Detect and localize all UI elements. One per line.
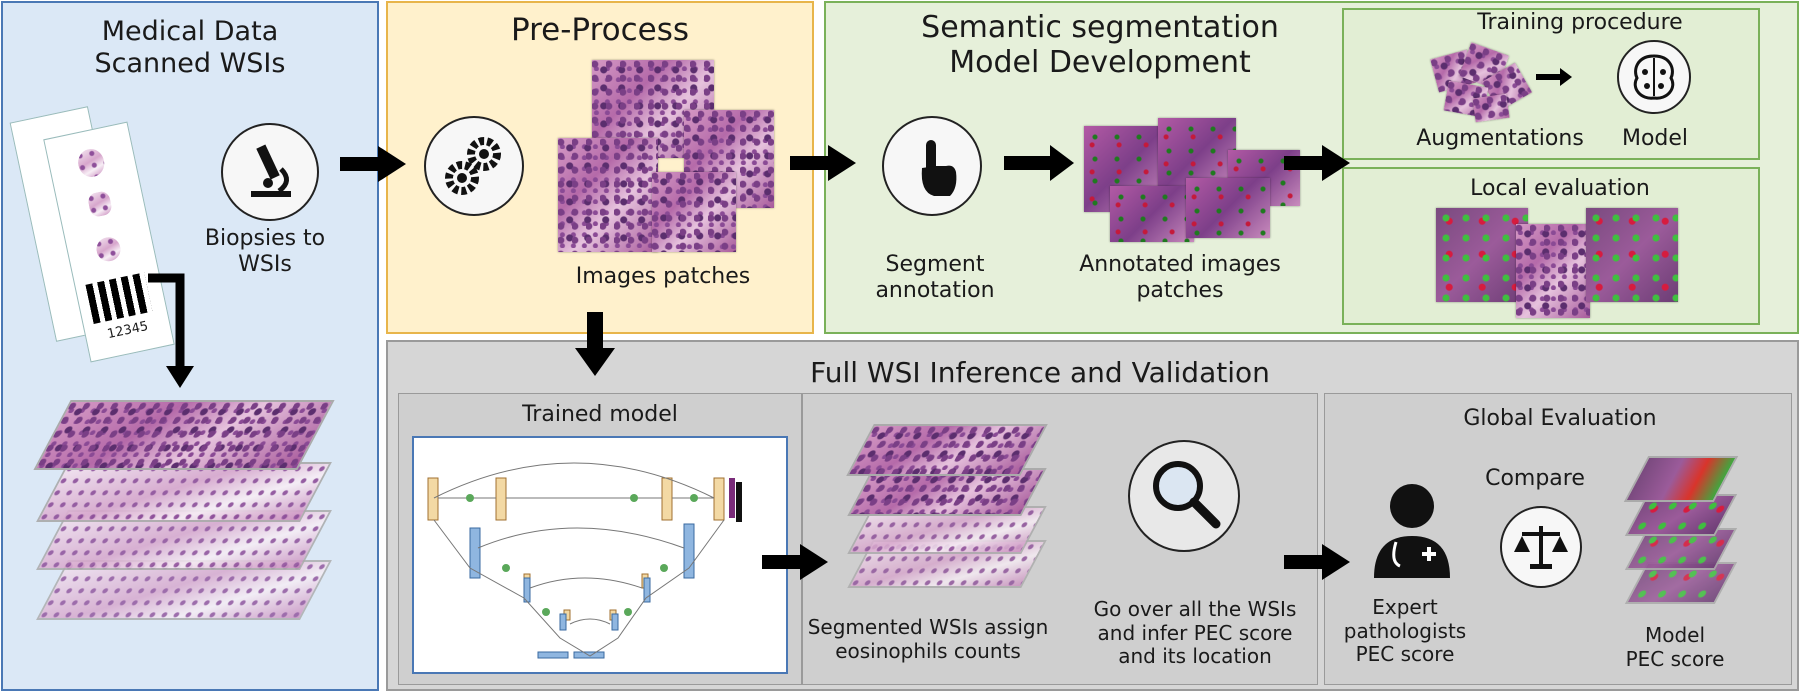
unet-node bbox=[502, 564, 510, 572]
infer-pec-label: Go over all the WSIs and infer PEC score… bbox=[1093, 597, 1297, 669]
bent-arrow-head bbox=[166, 366, 194, 388]
local-eval-image bbox=[1516, 224, 1590, 318]
segmented-wsis-label: Segmented WSIs assign eosinophils counts bbox=[807, 615, 1049, 663]
unet-diagram bbox=[412, 436, 788, 674]
gears-icon bbox=[424, 116, 524, 216]
doctor-icon bbox=[1356, 470, 1468, 582]
microscope-icon bbox=[221, 123, 319, 221]
unet-node bbox=[630, 494, 638, 502]
hand-pointer-icon bbox=[882, 116, 982, 216]
magnifier-icon bbox=[1128, 440, 1240, 552]
model-pec-label: Model PEC score bbox=[1625, 623, 1725, 671]
segmented-wsi-layer-top bbox=[846, 424, 1048, 476]
unet-block bbox=[643, 577, 651, 603]
brain-icon bbox=[1617, 40, 1691, 114]
global-evaluation-title: Global Evaluation bbox=[1463, 406, 1657, 431]
unet-node bbox=[466, 494, 474, 502]
unet-node bbox=[624, 608, 632, 616]
bent-arrow-line bbox=[148, 273, 185, 370]
annotated-patches-label: Annotated images patches bbox=[1079, 252, 1281, 303]
unet-block bbox=[683, 523, 695, 579]
unet-block bbox=[427, 477, 439, 521]
annotated-patch bbox=[1186, 178, 1270, 238]
inference-title: Full WSI Inference and Validation bbox=[810, 356, 1270, 389]
wsi-layer bbox=[36, 462, 332, 522]
unet-node bbox=[542, 608, 550, 616]
unet-output bbox=[729, 478, 735, 518]
expert-pec-label: Expert pathologists PEC score bbox=[1343, 595, 1467, 667]
augmentation-patch bbox=[1472, 93, 1510, 123]
augmentations-label: Augmentations bbox=[1416, 126, 1584, 151]
unet-block bbox=[661, 477, 673, 521]
unet-block bbox=[611, 613, 619, 631]
image-patch bbox=[558, 138, 658, 252]
segmentation-title: Semantic segmentation Model Development bbox=[921, 10, 1279, 81]
unet-output bbox=[736, 482, 742, 522]
model-label: Model bbox=[1621, 126, 1689, 151]
local-eval-image bbox=[1436, 208, 1528, 302]
unet-block bbox=[537, 651, 569, 659]
compare-label: Compare bbox=[1485, 466, 1585, 491]
unet-block bbox=[559, 613, 567, 631]
wsi-layer-top bbox=[33, 400, 335, 470]
preprocess-title: Pre-Process bbox=[510, 12, 690, 48]
segment-annotation-label: Segment annotation bbox=[875, 252, 995, 303]
training-procedure-title: Training procedure bbox=[1477, 10, 1683, 35]
annotated-patch bbox=[1110, 186, 1194, 242]
scales-icon bbox=[1500, 506, 1582, 588]
unet-node bbox=[660, 564, 668, 572]
trained-model-title: Trained model bbox=[522, 402, 678, 427]
biopsies-label: Biopsies to WSIs bbox=[204, 226, 326, 277]
local-evaluation-title: Local evaluation bbox=[1470, 176, 1650, 201]
image-patch bbox=[652, 172, 736, 252]
medical-data-title: Medical Data Scanned WSIs bbox=[94, 16, 286, 79]
patches-label: Images patches bbox=[575, 264, 751, 289]
local-eval-image bbox=[1586, 208, 1678, 302]
unet-block bbox=[713, 477, 725, 521]
unet-node bbox=[690, 494, 698, 502]
unet-block bbox=[495, 477, 507, 521]
unet-block bbox=[469, 527, 481, 579]
